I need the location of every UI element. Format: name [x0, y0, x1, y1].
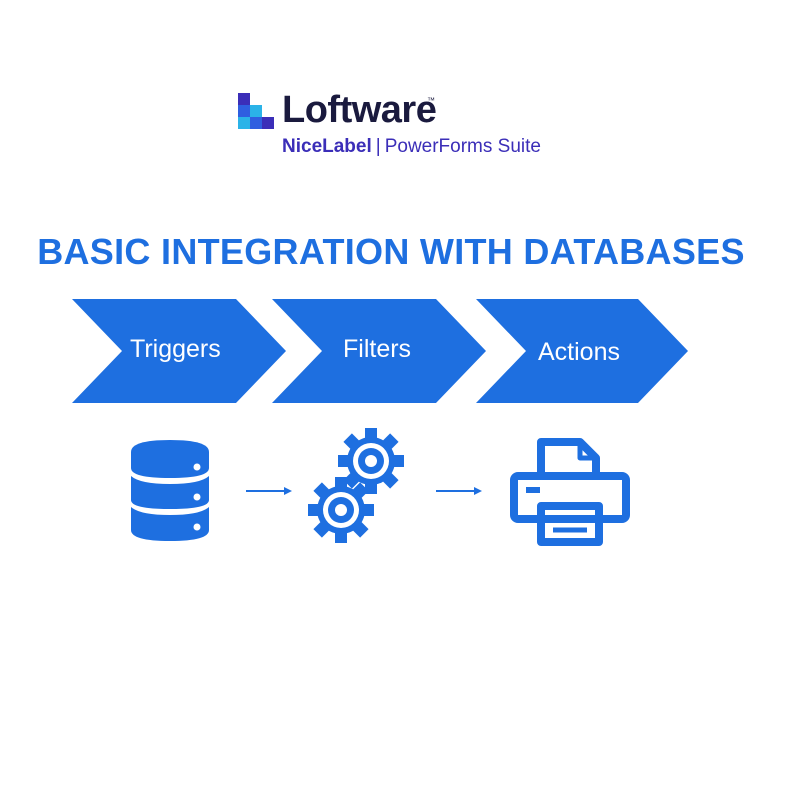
logo-suite: PowerForms Suite — [384, 136, 541, 157]
step-label-triggers: Triggers — [130, 335, 221, 363]
chevron-triggers — [72, 299, 286, 403]
gears-icon — [308, 428, 404, 543]
printer-icon — [510, 438, 630, 546]
arrow-2 — [436, 487, 482, 495]
logo-product: NiceLabel — [282, 136, 372, 157]
logo-wordmark: Loftware — [282, 89, 437, 131]
step-label-actions: Actions — [538, 338, 620, 366]
page-title: BASIC INTEGRATION WITH DATABASES — [37, 231, 745, 272]
logo-separator: | — [375, 136, 381, 157]
logo-subtitle: NiceLabel|PowerForms Suite — [282, 136, 541, 158]
loftware-logo-mark — [238, 93, 274, 129]
chevron-actions — [476, 299, 688, 403]
logo-trademark: ™ — [427, 96, 435, 105]
step-label-filters: Filters — [343, 335, 412, 363]
arrow-1 — [246, 487, 292, 495]
chevron-filters — [272, 299, 486, 403]
database-icon — [131, 440, 209, 541]
loftware-logo: Loftware ™ NiceLabel|PowerForms Suite — [238, 89, 578, 162]
